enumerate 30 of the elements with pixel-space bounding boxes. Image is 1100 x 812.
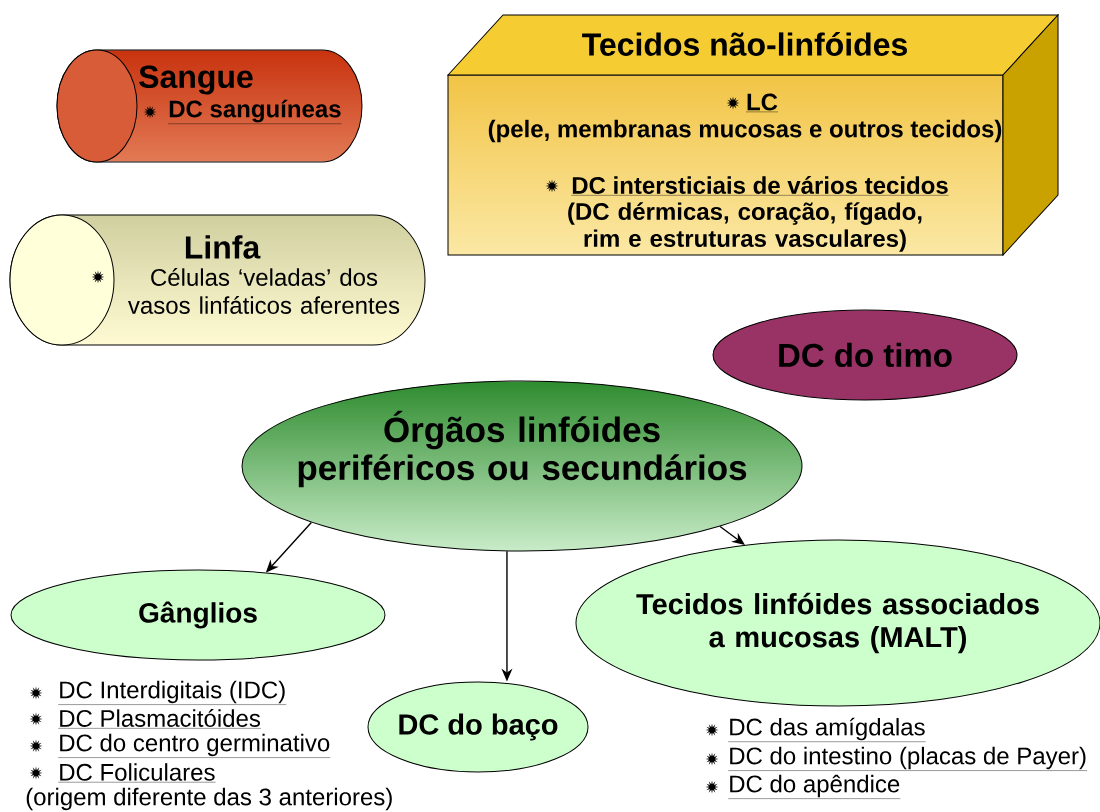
oval bbox=[10, 569, 386, 661]
list-item: DC do centro germinativo bbox=[29, 733, 331, 758]
oval bbox=[367, 681, 589, 773]
cylinder bbox=[56, 49, 363, 163]
arrow bbox=[719, 525, 745, 545]
oval bbox=[575, 539, 1100, 707]
oval bbox=[712, 309, 1018, 401]
cylinder bbox=[9, 214, 426, 346]
note-text: (DC dérmicas, coração, fígado, rim e estruturas vasculares) bbox=[568, 202, 922, 252]
list-item: DC do intestino (placas de Payer) bbox=[705, 746, 1088, 771]
list-item: Células ‘veladas’ dos vasos linfáticos aferentes bbox=[91, 268, 400, 314]
title: DC do timo bbox=[779, 342, 952, 368]
note-text: (pele, membranas mucosas e outros tecidos) bbox=[488, 119, 1002, 143]
title: Sangue bbox=[139, 65, 253, 95]
title: Tecidos linfóides associados a mucosas (MALT) bbox=[636, 592, 1039, 654]
title: DC do baço bbox=[399, 713, 558, 741]
list-item: LC bbox=[726, 93, 779, 113]
title: Gânglios bbox=[139, 601, 257, 629]
list-item: DC do apêndice bbox=[705, 774, 901, 799]
list-item: DC sanguíneas bbox=[143, 99, 342, 124]
list-item: DC das amígdalas bbox=[705, 717, 926, 742]
title: Órgãos linfóides periféricos ou secundários bbox=[298, 410, 747, 488]
list-item: DC Foliculares bbox=[29, 763, 216, 783]
title: Linfa bbox=[185, 235, 261, 259]
note-text: (origem diferente das 3 anteriores) bbox=[26, 787, 392, 811]
list-item: DC Plasmacitóides bbox=[29, 709, 262, 729]
list-item: DC intersticiais de vários tecidos bbox=[545, 176, 949, 196]
box-3d bbox=[447, 14, 1059, 256]
title: Tecidos não-linfóides bbox=[582, 32, 907, 56]
list-item: DC Interdigitais (IDC) bbox=[29, 680, 287, 705]
